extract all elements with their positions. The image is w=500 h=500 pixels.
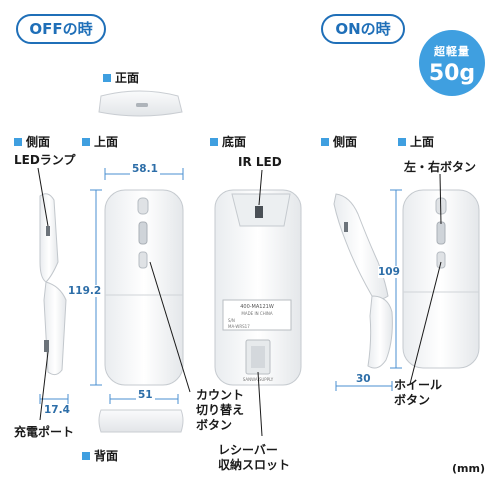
dim-width-top: 58.1 (130, 163, 160, 175)
label-lr-button: 左・右ボタン (404, 160, 477, 174)
dim-length-off: 119.2 (68, 285, 102, 297)
label-receiver-slot: レシーバー 収納スロット (218, 443, 291, 472)
bottom-view-illustration (214, 189, 302, 386)
view-label-front: 正面 (103, 69, 139, 86)
view-label-top-on: 上面 (398, 133, 434, 150)
weight-badge: 超軽量 50g (419, 30, 485, 96)
device-brand-text: SANWA SUPPLY (243, 377, 274, 382)
front-view-illustration (98, 90, 183, 117)
side-view-off-illustration (39, 193, 67, 376)
device-lot-text: MA-WRS17 (228, 324, 250, 329)
square-marker-icon (103, 73, 111, 82)
label-ir-led: IR LED (238, 155, 282, 169)
view-label-side-off: 側面 (14, 133, 50, 150)
unit-label: (mm) (452, 462, 485, 475)
dimension-lines (39, 168, 402, 404)
view-label-bottom: 底面 (210, 133, 246, 150)
square-marker-icon (14, 137, 22, 146)
on-mode-header: ONの時 (321, 14, 405, 44)
dim-height-on: 30 (354, 373, 373, 385)
side-view-on-illustration (333, 193, 393, 369)
label-wheel-button: ホイール ボタン (394, 378, 443, 407)
view-label-top-off: 上面 (82, 133, 118, 150)
off-mode-header: OFFの時 (16, 14, 106, 44)
square-marker-icon (321, 137, 329, 146)
top-view-off-illustration (104, 189, 184, 386)
view-label-side-on: 側面 (321, 133, 357, 150)
callout-lines (37, 167, 442, 437)
square-marker-icon (398, 137, 406, 146)
label-led-lamp: LEDランプ (14, 153, 76, 167)
weight-badge-value: 50g (428, 61, 476, 86)
square-marker-icon (82, 137, 90, 146)
back-view-illustration (98, 409, 184, 433)
device-sn-text: S/N (228, 318, 235, 323)
view-label-back: 背面 (82, 447, 118, 464)
square-marker-icon (82, 451, 90, 460)
label-charge-port: 充電ポート (14, 425, 75, 439)
device-model-text: 400-MA121W (240, 304, 274, 310)
top-view-on-illustration (402, 189, 480, 369)
weight-badge-caption: 超軽量 (434, 45, 470, 58)
dim-side-depth: 17.4 (44, 404, 70, 416)
device-madein-text: MADE IN CHINA (241, 311, 272, 316)
label-count-switch: カウント 切り替え ボタン (196, 388, 245, 432)
dim-length-on: 109 (378, 266, 400, 278)
dim-width-bottom: 51 (136, 389, 155, 401)
square-marker-icon (210, 137, 218, 146)
